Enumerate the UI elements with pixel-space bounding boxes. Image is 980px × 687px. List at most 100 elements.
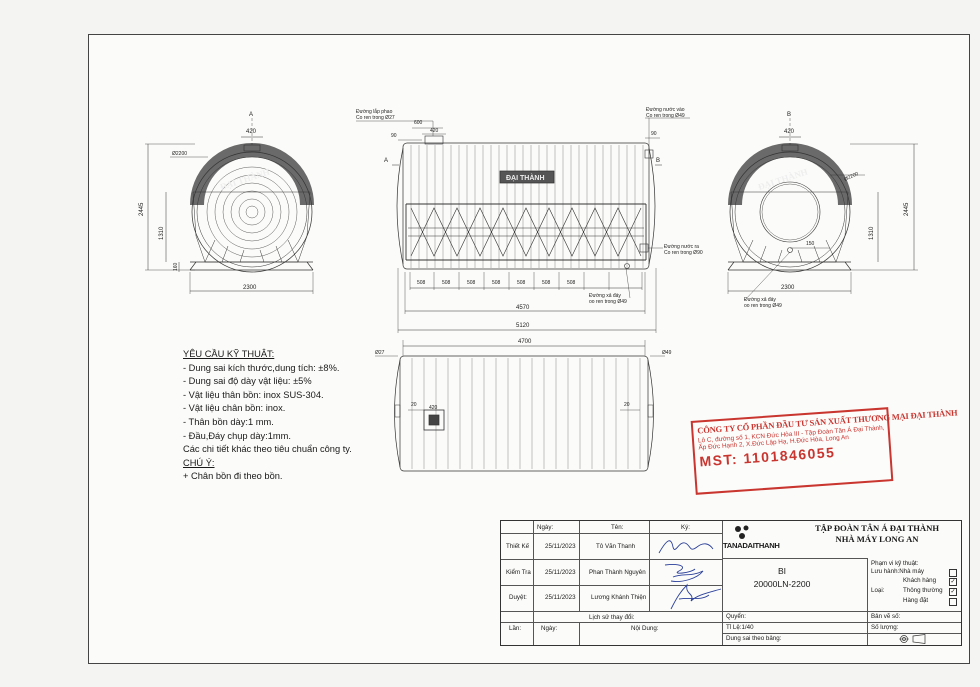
company-logo-icon xyxy=(735,525,749,539)
requirement-item: - Dung sai kích thước,dung tích: ±8%. xyxy=(183,362,340,373)
signature-design xyxy=(658,540,714,554)
right-leg-height: 1310 xyxy=(869,226,875,240)
float-pipe-spec: Co ren trong Ø27 xyxy=(356,115,395,121)
rev-content-label: Nội Dung: xyxy=(631,625,659,632)
manhole-size: 420 xyxy=(429,405,438,411)
front-a-label: A xyxy=(384,158,388,164)
requirement-item: - Dung sai độ dày vật liệu: ±5% xyxy=(183,376,312,387)
section-a-label: A xyxy=(249,112,253,118)
drain-label: Đường xả đáy xyxy=(589,293,621,299)
type-normal-checkbox: ✓ xyxy=(949,588,957,596)
type-normal: Thông thường xyxy=(903,587,943,594)
top-left-fitting: Ø27 xyxy=(375,350,385,356)
spacing-3: 508 xyxy=(467,280,476,286)
right-diameter: Ø2200 xyxy=(843,171,859,183)
type-label: Loại: xyxy=(871,587,885,594)
total-length: 5120 xyxy=(516,323,530,329)
drawing-title: BI 20000LN-2200 xyxy=(727,565,837,591)
quantity-label: Số lượng: xyxy=(871,624,899,631)
role-approve: Duyệt: xyxy=(509,594,527,601)
top-d20-left: 20 xyxy=(411,402,417,408)
dim-90-left: 90 xyxy=(391,133,397,139)
signature-check xyxy=(664,564,704,582)
left-base-width: 2300 xyxy=(243,285,257,291)
technical-requirements: YÊU CẦU KỸ THUẬT: - Dung sai kích thước,… xyxy=(183,348,443,484)
scope-factory: Lưu hành:Nhà máy xyxy=(871,568,924,575)
outlet-label: Đường nước ra xyxy=(664,244,699,250)
requirement-item: - Thân bồn dày:1 mm. xyxy=(183,416,274,427)
scope-customer-checkbox: ✓ xyxy=(949,578,957,586)
outlet-spec: Co ren trong Ø90 xyxy=(664,250,703,256)
company-name: TẬP ĐOÀN TÂN Á ĐẠI THÀNH NHÀ MÁY LONG AN xyxy=(797,523,957,545)
left-section-view xyxy=(145,118,314,294)
type-order-checkbox xyxy=(949,597,957,607)
inlet-spec: Co ren trong Ø49 xyxy=(646,113,685,119)
note-text: + Chân bồn đi theo bồn. xyxy=(183,471,283,482)
spacing-5: 508 xyxy=(517,280,526,286)
top-length: 4700 xyxy=(518,339,532,345)
role-check: Kiểm Tra xyxy=(506,569,531,576)
header-sign: Ký: xyxy=(681,524,690,531)
date-design: 25/11/2023 xyxy=(545,543,576,550)
spacing-7: 508 xyxy=(567,280,576,286)
type-order: Hàng đặt xyxy=(903,597,929,604)
company-stamp: CÔNG TY CỔ PHẦN ĐẦU TƯ SẢN XUẤT THƯƠNG M… xyxy=(690,407,958,495)
name-design: Tô Văn Thanh xyxy=(596,543,636,550)
left-height: 2445 xyxy=(139,202,145,216)
requirements-heading: YÊU CẦU KỸ THUẬT: xyxy=(183,349,275,359)
front-b-label: B xyxy=(656,158,660,164)
inner-length: 4570 xyxy=(516,305,530,311)
drain-spec: oo ren trong Ø49 xyxy=(589,299,627,305)
header-name: Tên: xyxy=(611,524,624,531)
float-pipe-label: Đường lắp phao xyxy=(356,108,393,115)
date-check: 25/11/2023 xyxy=(545,569,576,576)
company-name-line-2: NHÀ MÁY LONG AN xyxy=(835,534,919,544)
history-label: Lịch sử thay đổi: xyxy=(589,614,635,621)
left-brand-text: ĐẠI THÀNH xyxy=(219,167,271,192)
rev-date-label: Ngày: xyxy=(541,625,558,632)
signature-approve xyxy=(670,583,722,610)
left-leg-height: 1310 xyxy=(159,226,165,240)
company-logo-text: TANADAITHANH xyxy=(723,541,780,550)
section-b-label: B xyxy=(787,112,791,118)
top-d20-right: 20 xyxy=(624,402,630,408)
right-drain-label: Đường xả đáy xyxy=(744,297,776,303)
spacing-2: 508 xyxy=(442,280,451,286)
role-design: Thiết Kế xyxy=(506,543,530,550)
requirement-item: - Vật liệu chân bồn: inox. xyxy=(183,403,286,414)
right-top-width: 420 xyxy=(784,129,795,135)
dim-150: 150 xyxy=(806,241,815,247)
scale-label: Tỉ Lệ:1/40 xyxy=(726,624,754,631)
rev-label: Lần: xyxy=(509,625,522,632)
spacing-1: 508 xyxy=(417,280,426,286)
top-right-fitting: Ø49 xyxy=(662,350,672,356)
right-base-width: 2300 xyxy=(781,285,795,291)
scope-customer: Khách hàng xyxy=(903,577,937,584)
spacing-4: 508 xyxy=(492,280,501,286)
name-approve: Lương Khánh Thiện xyxy=(591,594,647,601)
spacing-6: 508 xyxy=(542,280,551,286)
top-view xyxy=(375,340,665,472)
company-name-line-1: TẬP ĐOÀN TÂN Á ĐẠI THÀNH xyxy=(814,523,940,533)
left-diameter: Ø2200 xyxy=(172,151,187,157)
right-height: 2445 xyxy=(904,202,910,216)
right-brand-text: ĐẠI THÀNH xyxy=(757,167,809,192)
requirement-other: Các chi tiết khác theo tiêu chuẩn công t… xyxy=(183,444,352,455)
dim-600: 600 xyxy=(414,120,423,126)
right-drain-spec: oo ren trong Ø49 xyxy=(744,303,782,309)
front-brand-text: ĐẠI THÀNH xyxy=(506,173,545,182)
right-section-view xyxy=(727,118,918,301)
requirement-item: - Vật liệu thân bồn: inox SUS-304. xyxy=(183,389,324,400)
drawing-code: BI xyxy=(777,566,787,576)
date-approve: 25/11/2023 xyxy=(545,594,576,601)
note-heading: CHÚ Ý: xyxy=(183,457,215,468)
left-base: 160 xyxy=(173,262,179,271)
version-label: Bản vẽ số: xyxy=(871,613,901,620)
book-label: Quyển: xyxy=(726,613,746,620)
name-check: Phan Thành Nguyên xyxy=(589,569,646,576)
requirement-item: - Đầu,Đáy chụp dày:1mm. xyxy=(183,430,291,441)
dim-90-right: 90 xyxy=(651,131,657,137)
inlet-label: Đường nước vào xyxy=(646,107,685,113)
tolerance-label: Dung sai theo bảng: xyxy=(726,635,782,642)
